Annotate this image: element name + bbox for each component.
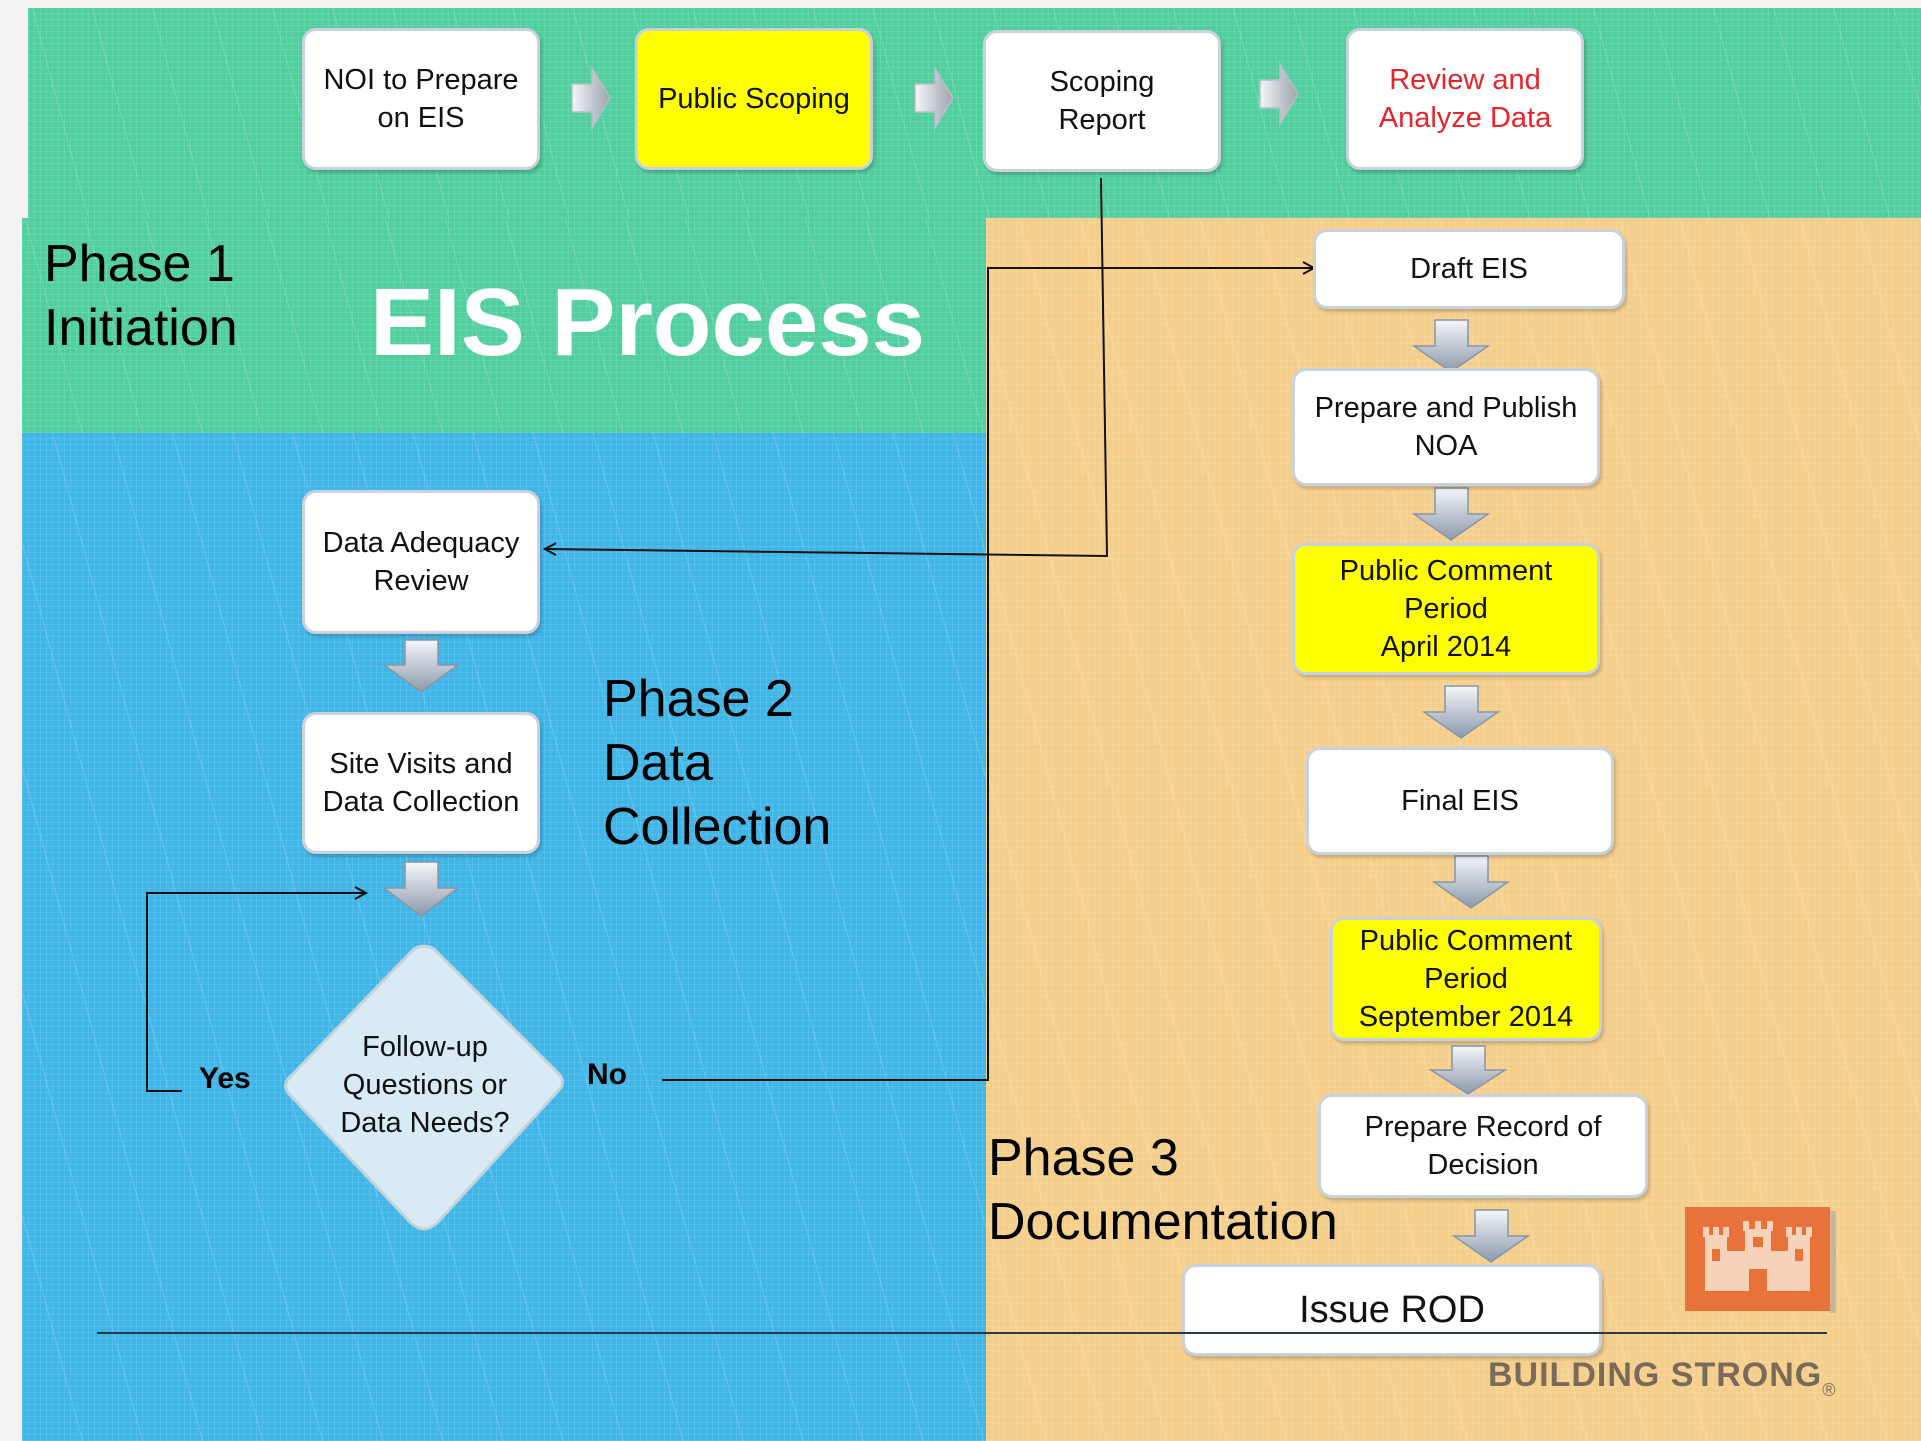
building-strong-tagline: BUILDING STRONG® — [1488, 1356, 1837, 1400]
no-label: No — [587, 1058, 627, 1091]
scoping-to-adequacy-connector — [545, 177, 1109, 558]
castle-logo-icon — [1685, 1207, 1836, 1313]
data-adequacy-box: Data Adequacy Review — [302, 490, 540, 634]
flow-arrow-right-icon — [914, 65, 954, 131]
flow-arrow-down-icon — [1411, 487, 1491, 541]
flow-arrow-right-icon — [571, 65, 611, 131]
phase-3-label: Phase 3 Documentation — [988, 1129, 1338, 1251]
record-of-decision-box: Prepare Record of Decision — [1318, 1094, 1648, 1198]
public-scoping-box: Public Scoping — [635, 28, 873, 170]
review-analyze-box: Review and Analyze Data — [1346, 28, 1584, 170]
no-branch-connector — [662, 268, 1314, 1081]
flow-arrow-right-icon — [1259, 61, 1299, 127]
issue-rod-box: Issue ROD — [1182, 1264, 1602, 1356]
comment-period-april-box: Public Comment Period April 2014 — [1292, 543, 1600, 675]
decision-diamond — [284, 944, 564, 1231]
comment-period-september-box: Public Comment Period September 2014 — [1330, 917, 1602, 1041]
flow-arrow-down-icon — [381, 639, 461, 693]
phase-2-label: Phase 2 Data Collection — [603, 670, 832, 856]
flow-arrow-down-icon — [1411, 319, 1491, 373]
flow-arrow-down-icon — [381, 861, 461, 917]
footer-rule — [97, 1332, 1827, 1334]
flow-arrow-down-icon — [1451, 1209, 1531, 1263]
decision-question: Follow-up Questions or Data Needs? — [340, 1031, 510, 1139]
prepare-noa-box: Prepare and Publish NOA — [1292, 368, 1600, 486]
initiation-band — [22, 218, 986, 433]
phase-1-label: Phase 1 Initiation — [44, 235, 238, 357]
flow-arrow-down-icon — [1428, 1045, 1508, 1095]
documentation-band — [986, 218, 1921, 1441]
site-visits-box: Site Visits and Data Collection — [302, 712, 540, 854]
flow-arrow-down-icon — [1431, 855, 1511, 909]
flow-arrow-down-icon — [1421, 685, 1501, 739]
final-eis-box: Final EIS — [1306, 747, 1614, 855]
noi-box: NOI to Prepare on EIS — [302, 28, 540, 170]
yes-branch-connector — [146, 893, 366, 1092]
yes-label: Yes — [199, 1062, 251, 1095]
scoping-report-box: Scoping Report — [983, 30, 1221, 172]
draft-eis-box: Draft EIS — [1313, 229, 1625, 309]
page-title: EIS Process — [370, 269, 925, 376]
